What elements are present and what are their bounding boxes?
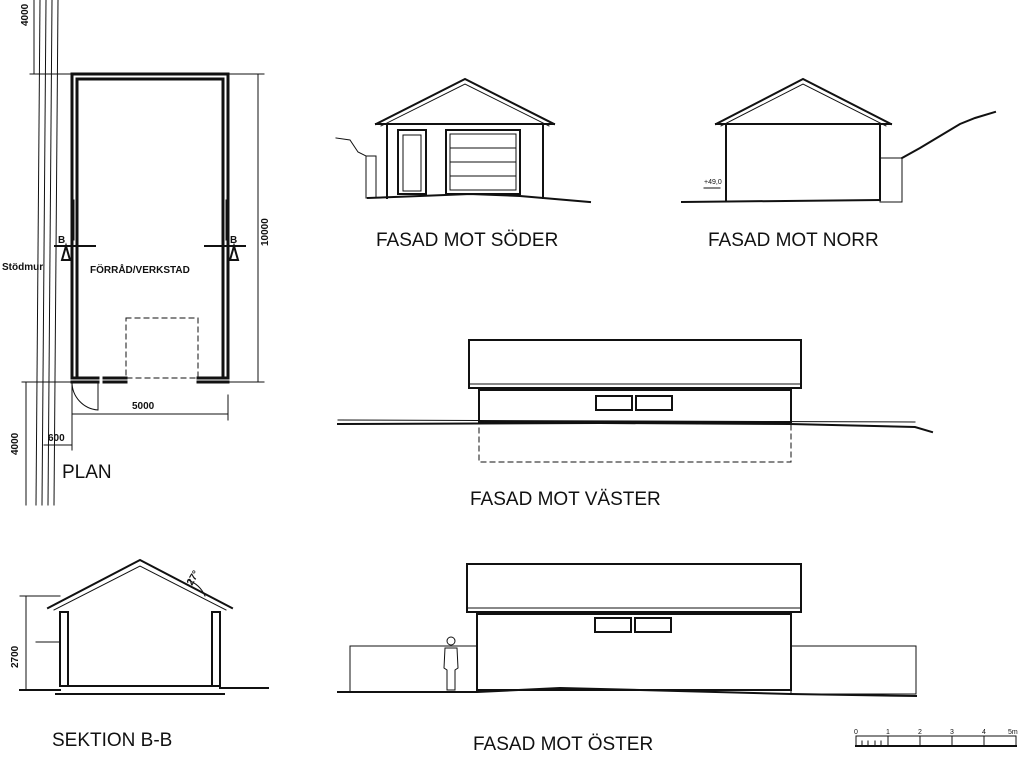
- dim-width-label: 5000: [132, 401, 155, 412]
- retaining-wall: [35, 0, 59, 506]
- scale-tick-1: 1: [886, 729, 890, 736]
- north-level-label: +49,0: [704, 179, 722, 186]
- elevation-north: [680, 77, 997, 204]
- plan-view: [54, 72, 246, 411]
- dim-top-label: 4000: [20, 3, 31, 26]
- elevation-west: [336, 339, 934, 463]
- scale-bar: [855, 735, 1017, 747]
- elevation-west-title: FASAD MOT VÄSTER: [470, 489, 661, 510]
- elevation-south-title: FASAD MOT SÖDER: [376, 230, 558, 251]
- dim-lower-left: [21, 381, 73, 506]
- elevation-east: [337, 563, 918, 698]
- scale-tick-0: 0: [854, 729, 858, 736]
- scale-tick-5: 5m: [1008, 729, 1018, 736]
- section-marker-left: B: [58, 235, 65, 246]
- dim-side-label: 10000: [260, 218, 271, 246]
- dim-side-10000: [227, 73, 265, 383]
- elevation-east-title: FASAD MOT ÖSTER: [473, 734, 653, 755]
- plan-title: PLAN: [62, 462, 112, 483]
- scale-tick-3: 3: [950, 729, 954, 736]
- section-title: SEKTION B-B: [52, 730, 172, 751]
- dim-offset-label: 600: [48, 433, 65, 444]
- room-label: FÖRRÅD/VERKSTAD: [90, 263, 190, 276]
- elevation-south: [335, 77, 592, 204]
- section-marker-right: B: [230, 235, 237, 246]
- elevation-north-title: FASAD MOT NORR: [708, 230, 879, 251]
- dim-top-4000: [29, 0, 76, 75]
- dim-bottom-label: 4000: [10, 432, 21, 455]
- scale-tick-2: 2: [918, 729, 922, 736]
- retaining-wall-label: Stödmur: [2, 262, 43, 273]
- scale-tick-4: 4: [982, 729, 986, 736]
- section-height-label: 2700: [10, 645, 21, 668]
- section-bb: [19, 558, 269, 695]
